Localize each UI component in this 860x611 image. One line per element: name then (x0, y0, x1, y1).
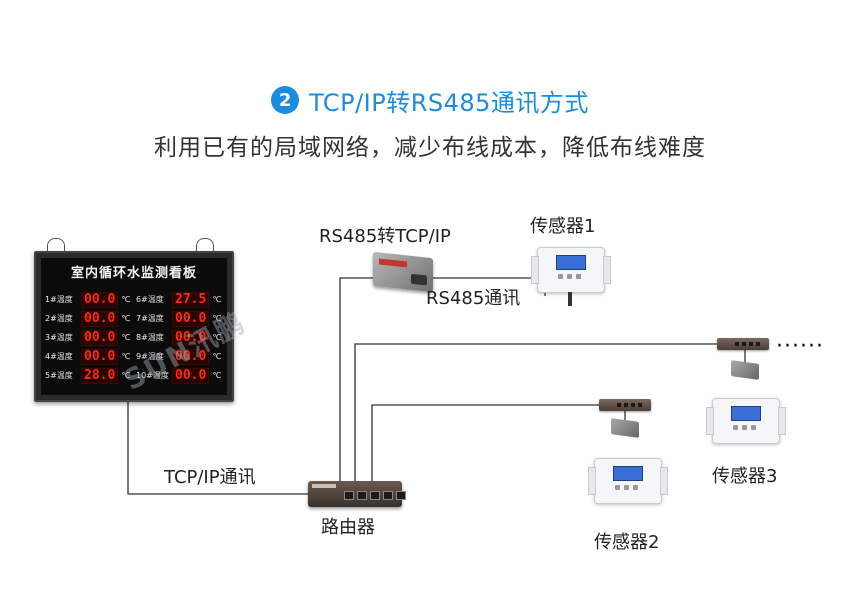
sensor3-icon (706, 398, 786, 444)
wire-router-switch3 (354, 343, 717, 482)
led-value: 00.0 (172, 348, 210, 365)
diagram-subtitle: 利用已有的局域网络，减少布线成本，降低布线难度 (154, 135, 706, 161)
board-title: 室内循环水监测看板 (70, 266, 197, 281)
db9-connector-icon (411, 273, 427, 286)
unit-label: ℃ (121, 295, 131, 304)
unit-label: ℃ (121, 371, 131, 380)
row-label: 2#温度 (45, 314, 73, 323)
led-value: 00.0 (81, 310, 119, 327)
sensor-screen (556, 255, 586, 270)
unit-label: ℃ (212, 352, 222, 361)
board-mount-right (196, 238, 214, 253)
sensor1-icon (531, 247, 611, 306)
board-mount-left (47, 238, 65, 253)
unit-label: ℃ (212, 333, 222, 342)
tcpip-link-label: TCP/IP通讯 (164, 467, 256, 488)
led-value: 28.0 (81, 367, 119, 384)
sensor1-label: 传感器1 (530, 216, 596, 237)
more-devices-ellipsis: ······ (776, 334, 824, 359)
row-label: 10#温度 (136, 371, 169, 380)
row-label: 1#温度 (45, 295, 73, 304)
led-value: 00.0 (81, 329, 119, 346)
rs485-tcpip-converter-icon (373, 251, 433, 293)
unit-label: ℃ (121, 314, 131, 323)
row-label: 8#温度 (136, 333, 164, 342)
row-label: 5#温度 (45, 371, 73, 380)
diagram-header: 2 TCP/IP转RS485通讯方式 (0, 84, 860, 117)
wire-router-switch2 (371, 404, 601, 482)
row-label: 9#温度 (136, 352, 164, 361)
diagram-title: TCP/IP转RS485通讯方式 (309, 88, 589, 117)
unit-label: ℃ (212, 314, 222, 323)
router-icon (308, 481, 406, 507)
unit-label: ℃ (121, 333, 131, 342)
unit-label: ℃ (212, 371, 222, 380)
sensor-screen (613, 466, 643, 481)
led-value: 00.0 (81, 348, 119, 365)
network-switch-3-icon (717, 338, 769, 350)
sensor-cable (568, 292, 572, 306)
row-label: 7#温度 (136, 314, 164, 323)
converter-label: RS485转TCP/IP (319, 226, 451, 247)
router-label: 路由器 (321, 517, 375, 538)
led-value: 00.0 (172, 310, 210, 327)
led-value: 27.5 (172, 291, 210, 308)
network-switch-2-icon (599, 399, 651, 411)
led-value: 00.0 (172, 367, 210, 384)
sensor3-label: 传感器3 (712, 466, 778, 487)
led-value: 00.0 (81, 291, 119, 308)
row-label: 6#温度 (136, 295, 164, 304)
sensor-screen (731, 406, 761, 421)
wire-board-router (127, 398, 310, 495)
rs485-link-label: RS485通讯 (426, 288, 521, 309)
step-badge: 2 (271, 86, 300, 114)
row-label: 4#温度 (45, 352, 73, 361)
sensor2-label: 传感器2 (594, 532, 660, 553)
unit-label: ℃ (212, 295, 222, 304)
unit-label: ℃ (121, 352, 131, 361)
row-label: 3#温度 (45, 333, 73, 342)
led-value: 00.0 (172, 329, 210, 346)
wire-router-converter (339, 277, 374, 482)
sensor2-icon (588, 458, 668, 504)
